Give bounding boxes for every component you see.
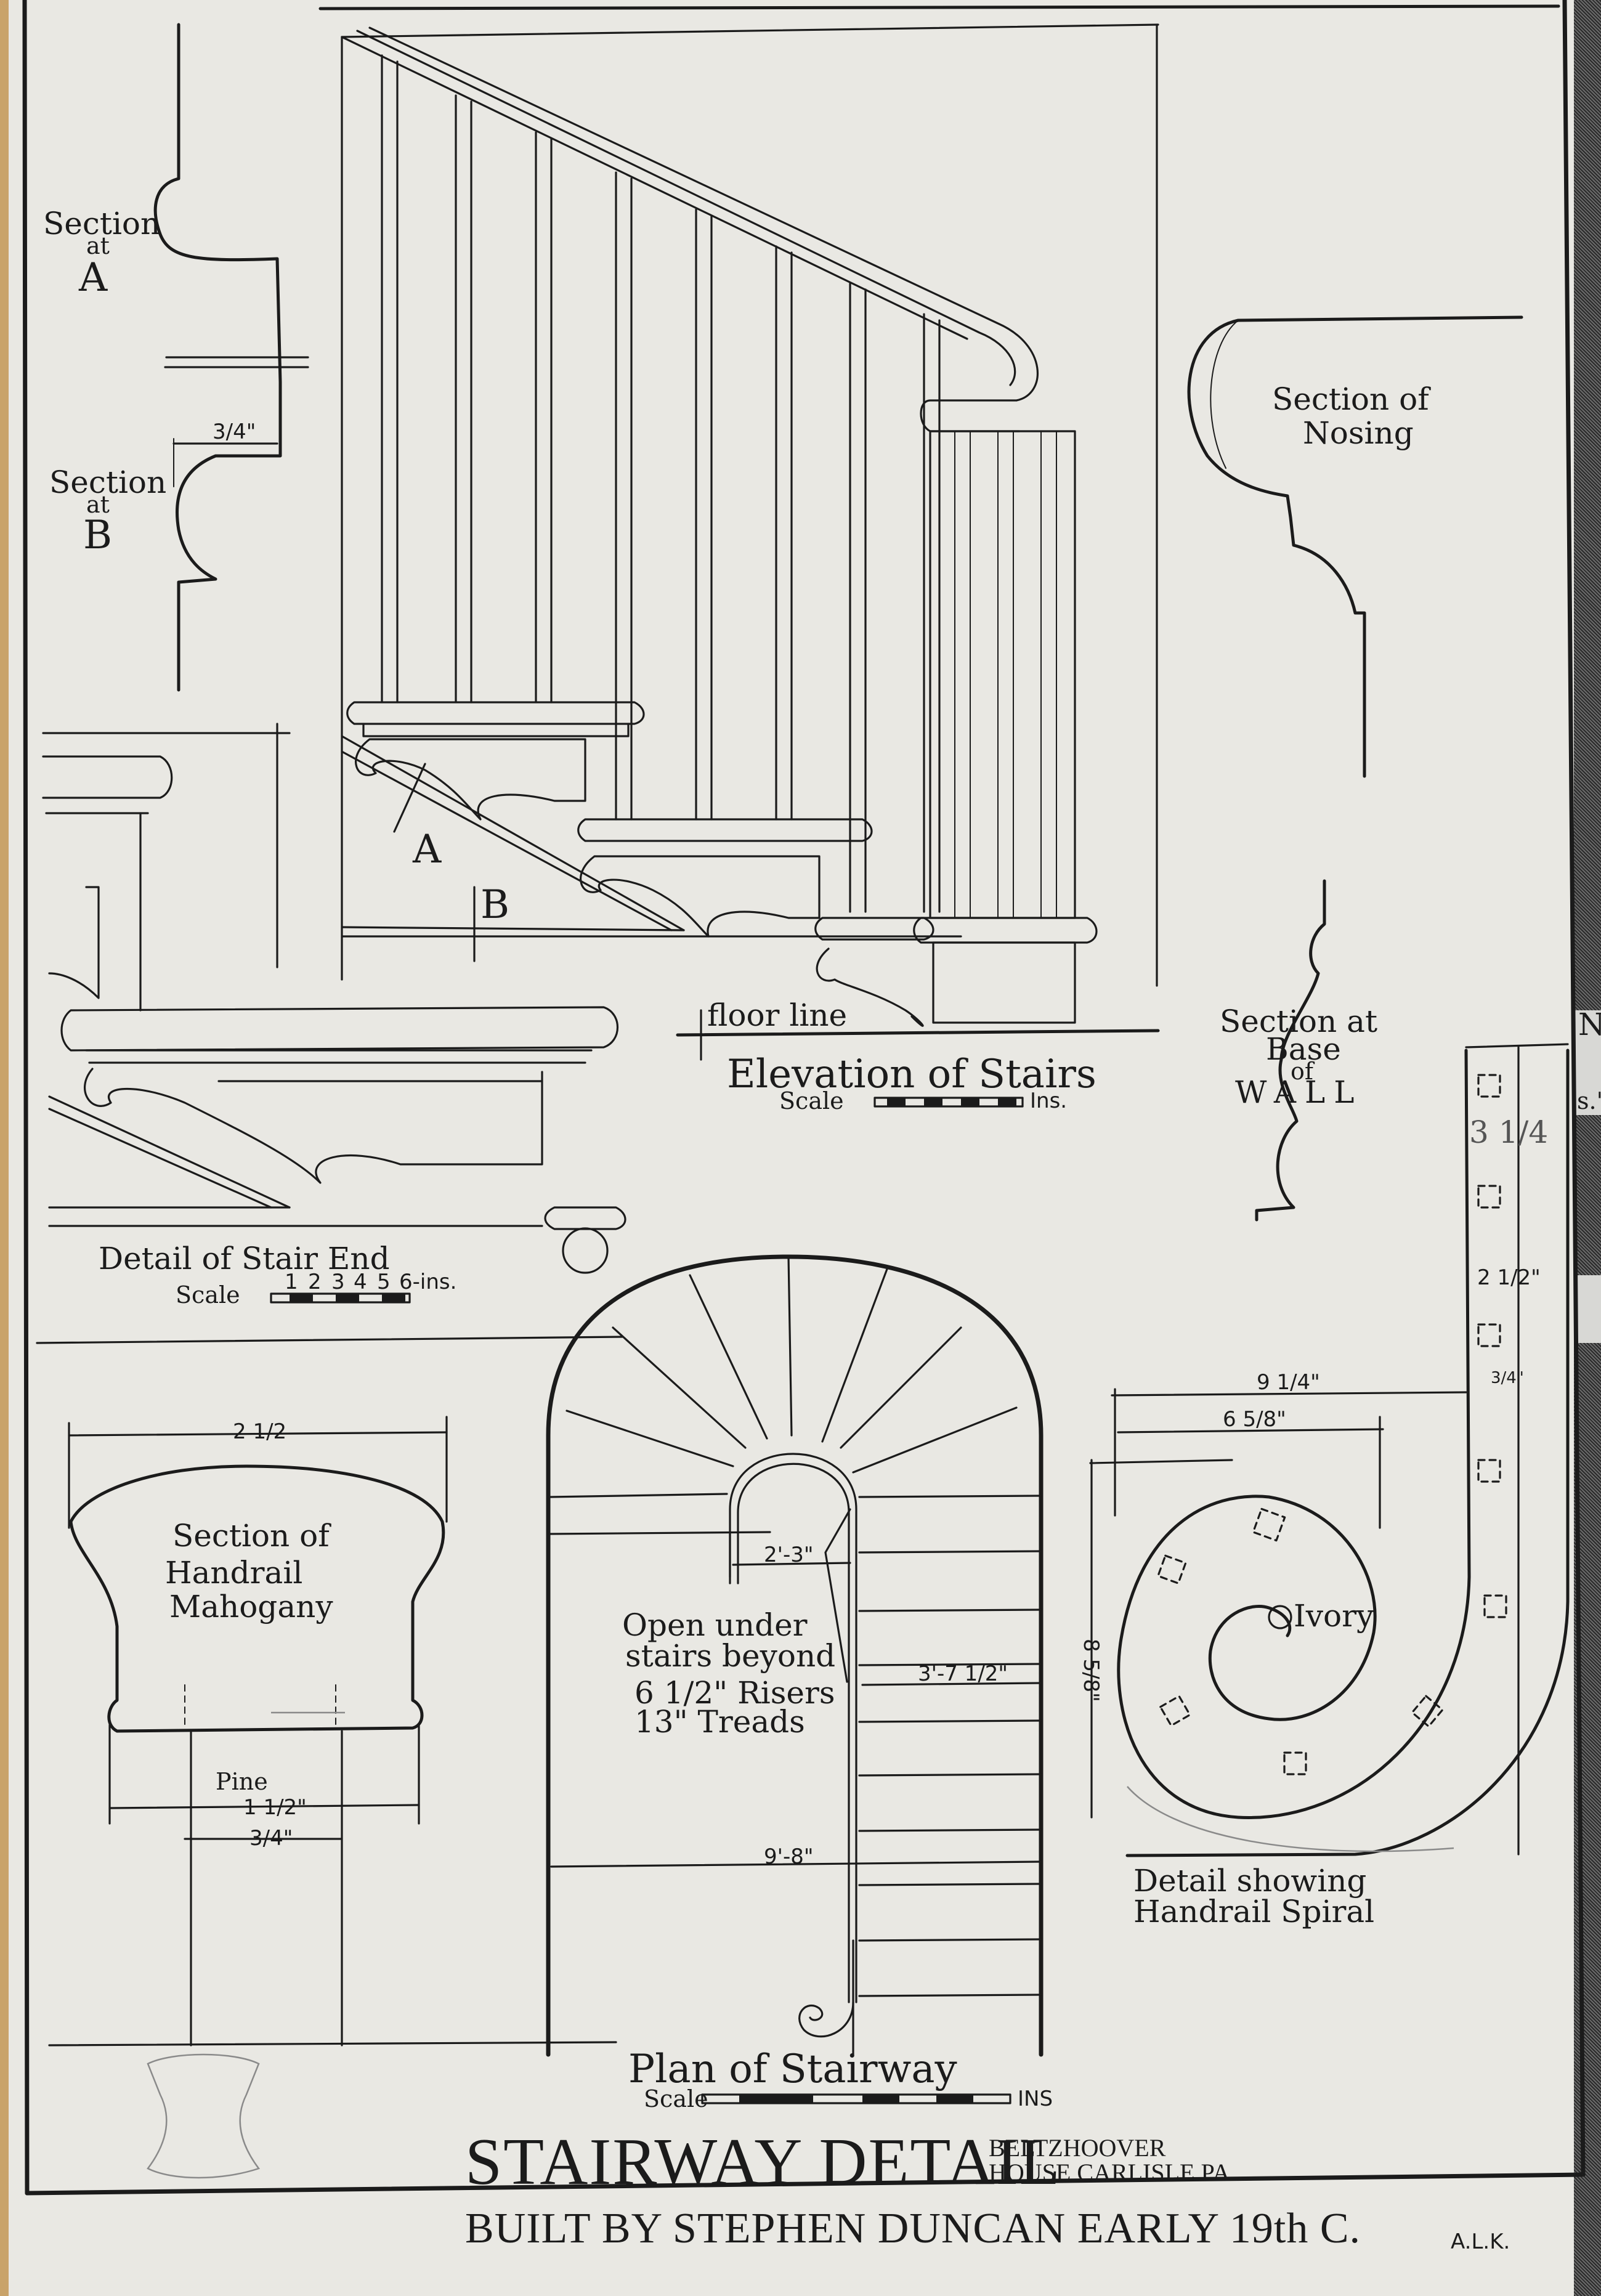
svg-text:stairs beyond: stairs beyond [625,1638,835,1674]
newel-post [913,430,1098,1024]
plan-of-stairway [546,1254,1044,2057]
scale-tick: 5 [377,1270,391,1294]
svg-text:INS: INS [1018,2087,1053,2111]
stair-end-scale-bar [270,1292,411,1304]
ivory-label: Ivory [1294,1598,1374,1634]
svg-text:Detail showing: Detail showing [1133,1863,1366,1899]
pine-dimension: 1 1/2" [243,1795,307,1820]
stair-end-title: Detail of Stair End [99,1241,390,1276]
sheet-subtitle: BUILT BY STEPHEN DUNCAN EARLY 19th C. [465,2205,1361,2252]
section-wall-label: Section at Base of WALL [1220,1004,1377,1110]
svg-text:Section of: Section of [172,1518,331,1554]
svg-text:A: A [78,255,108,301]
scale-tick: 1 [285,1270,298,1294]
section-a-cut-mark [393,763,426,833]
straight-treads [858,1550,1042,1997]
pine-label: Pine [216,1768,268,1795]
section-of-handrail [48,1416,617,2047]
svg-text:Base: Base [1266,1031,1341,1067]
handrail-width-dimension: 2 1/2 [233,1419,286,1444]
svg-text:Section at: Section at [1220,1004,1377,1039]
floor-line-label: floor line [707,997,847,1033]
section-b-label: Section at B [49,464,166,558]
detail-of-stair-end [36,723,626,1344]
section-a-b-profile [153,23,309,692]
drafter-initials: A.L.K. [1451,2229,1510,2254]
svg-text:Section of: Section of [1272,381,1431,417]
section-base-of-wall [1255,879,1326,1222]
scale-tick: 2 [308,1270,322,1294]
svg-text:Open under: Open under [622,1607,808,1643]
plan-scale-bar [701,2093,1011,2104]
scale-tick: 4 [354,1270,367,1294]
elevation-of-stairs [341,23,1160,1061]
elevation-title: Elevation of Stairs [727,1052,1096,1097]
marker-a: A [412,827,442,872]
handrail-spiral-detail [1089,1043,1570,1857]
svg-text:Scale: Scale [176,1281,240,1308]
svg-text:WALL: WALL [1235,1074,1363,1110]
pencil-sketch [147,2053,261,2179]
plan-labels: 2'-3" Open under stairs beyond 6 1/2" Ri… [622,1543,1053,2112]
baluster-dimension: 3/4" [1491,1369,1524,1387]
svg-text:Ins.: Ins. [1030,1089,1067,1113]
svg-text:Mahogany: Mahogany [169,1589,333,1625]
section-a-dimension: 3/4" [213,420,256,444]
location-line-1: BELTZHOOVER [989,2134,1166,2162]
svg-text:B: B [83,513,112,558]
svg-text:Scale: Scale [779,1087,844,1114]
baluster-dimension: 3/4" [249,1826,293,1851]
svg-text:at: at [86,232,110,259]
outer-dimension: 9 1/4" [1257,1370,1320,1395]
handrail-section-labels: 2 1/2 Section of Handrail Mahogany Pine … [165,1419,333,1851]
floor-line [676,1029,1160,1037]
svg-text:Section: Section [43,206,160,241]
sheet-title: STAIRWAY DETAIL [465,2125,1061,2199]
stair-end-labels: Detail of Stair End Scale 1 2 3 4 5 6-in… [99,1241,456,1308]
plan-title: Plan of Stairway [628,2047,957,2092]
well-dimension: 2'-3" [764,1543,814,1567]
treads-note: 13" Treads [634,1704,805,1740]
elevation-scale-bar [873,1097,1024,1108]
elevation-labels: A B floor line Elevation of Stairs Scale… [412,827,1096,1114]
inner-dimension: 6 5/8" [1223,1407,1286,1432]
svg-text:Scale: Scale [644,2085,708,2112]
marker-b: B [480,882,509,928]
svg-text:Handrail: Handrail [165,1555,302,1591]
rail-dimension-pencil: 3 1/4 [1469,1114,1548,1150]
paper-edge [0,0,9,2296]
sheet-border [22,0,1586,2196]
winder-treads [549,1255,1042,1498]
background-photo-strip [1574,0,1601,2296]
overall-width-dimension: 9'-8" [764,1844,814,1869]
svg-text:Handrail Spiral: Handrail Spiral [1133,1894,1374,1929]
spiral-detail-labels: 9 1/4" 6 5/8" 8 5/8" Ivory 3 1/4 2 1/2" … [1079,1114,1548,1929]
height-dimension: 8 5/8" [1079,1639,1103,1702]
margin-fragment: N [1578,1007,1601,1042]
section-of-nosing [1187,315,1523,778]
svg-text:of: of [1291,1058,1315,1085]
scale-tick: 6-ins. [399,1270,456,1294]
section-a-label: Section at A 3/4" [43,206,256,444]
risers-note: 6 1/2" Risers [634,1675,835,1711]
run-width-dimension: 3'-7 1/2" [918,1661,1008,1686]
svg-text:at: at [86,491,110,518]
rail-width-dimension: 2 1/2" [1477,1265,1541,1290]
svg-text:Nosing: Nosing [1303,415,1414,451]
section-nosing-label: Section of Nosing [1272,381,1431,451]
balusters [381,54,941,913]
scale-tick: 3 [331,1270,345,1294]
margin-fragment: s." [1577,1087,1601,1114]
title-block: STAIRWAY DETAIL BELTZHOOVER HOUSE CARLIS… [465,2125,1510,2254]
stair-treads [341,701,962,1027]
svg-text:Section: Section [49,464,166,500]
location-line-2: HOUSE CARLISLE PA [989,2159,1230,2186]
